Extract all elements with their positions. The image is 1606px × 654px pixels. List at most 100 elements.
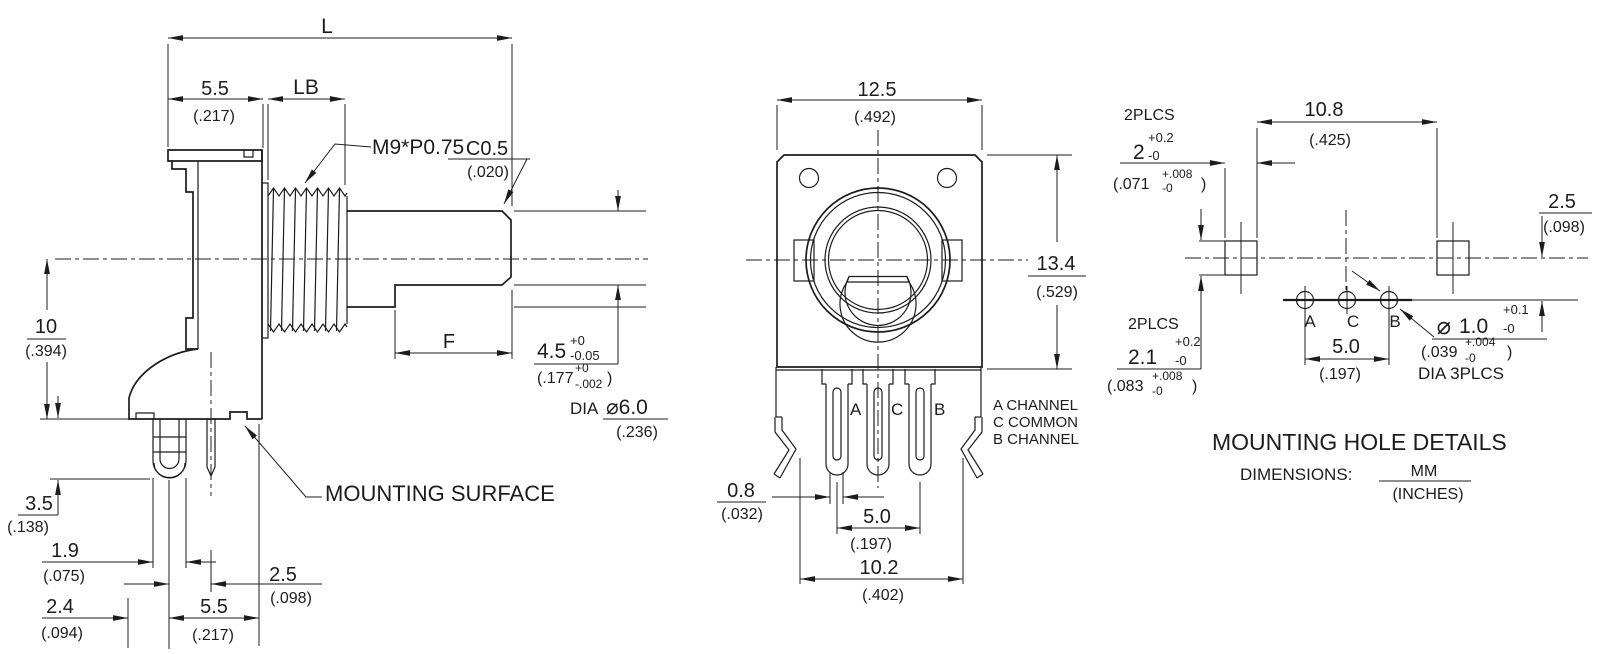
dim-134-mm: 13.4: [1037, 253, 1076, 275]
dim-21-mm: 2.1: [1128, 346, 1157, 369]
legend-c-common: C COMMON: [993, 414, 1078, 431]
shaft: [347, 210, 512, 308]
dim-25-inch: (.098): [270, 590, 312, 607]
top-hole-right: [936, 167, 958, 189]
terminal-b: [904, 369, 936, 476]
dim-24-inch: (.094): [41, 625, 83, 642]
plcs-bot-label: 2PLCS: [1128, 316, 1179, 333]
dim-2-inch-tol-minus: -0: [1162, 181, 1173, 195]
legend-a-channel: A CHANNEL: [993, 397, 1078, 414]
hole-b-label: B: [1389, 312, 1400, 331]
dim-25-mm: 2.5: [269, 564, 297, 586]
dim-125-mm: 12.5: [858, 79, 897, 101]
dim-21-inch-close: ): [1192, 378, 1197, 395]
dim-125-inch: (.492): [854, 109, 896, 126]
dim-108-mm: 10.8: [1305, 99, 1344, 121]
dim-50r-inch: (.197): [1319, 366, 1361, 383]
dim-dia6-mm: ⌀6.0: [606, 396, 648, 419]
dim-10-inch: (.394): [25, 343, 67, 360]
hole-dia-leader-lower: [1399, 308, 1435, 338]
side-view-labels: L 5.5 (.217) LB M9*P0.75 C0.5 (.020) 10 …: [7, 15, 668, 644]
dim-45-inch-close: ): [607, 370, 612, 387]
dim-08-mm: 0.8: [727, 480, 755, 502]
dim-45-mm: 4.5: [537, 340, 566, 363]
dim-102-mm: 10.2: [860, 557, 899, 579]
dim-25r-inch: (.098): [1543, 219, 1585, 236]
dim-24-mm: 2.4: [46, 596, 74, 618]
dia-symbol: ⌀: [1436, 313, 1451, 340]
dim-1-inch-open: (.039: [1421, 344, 1458, 361]
thread-spec-label: M9*P0.75: [372, 136, 464, 159]
front-body: [776, 154, 983, 368]
dim-55top-mm: 5.5: [201, 78, 229, 100]
dim-L-label: L: [321, 15, 333, 38]
dim-108-inch: (.425): [1309, 132, 1351, 149]
mounting-bracket: [128, 348, 262, 420]
dim-35-mm: 3.5: [25, 493, 53, 515]
dim-21-inch-tol-minus: -0: [1152, 384, 1163, 398]
dim-2-tol-minus: -0: [1148, 148, 1160, 163]
plcs-top-label: 2PLCS: [1124, 107, 1175, 124]
dim-1-inch-tol-plus: +.004: [1465, 335, 1496, 349]
dia-label: DIA: [570, 399, 599, 418]
dim-08-inch: (.032): [721, 506, 763, 523]
dim-50-inch: (.197): [850, 536, 892, 553]
chamfer-mm: C0.5: [466, 138, 508, 160]
dim-1-tol-minus: -0: [1503, 321, 1515, 336]
units-inches: (INCHES): [1392, 486, 1463, 503]
bent-leg-right: [960, 417, 984, 479]
side-view-part: [55, 149, 648, 496]
hole-view-part: [1185, 210, 1588, 314]
dim-1-tol-plus: +0.1: [1503, 302, 1529, 317]
top-hole-left: [798, 167, 820, 189]
dim-1-inch-tol-minus: -0: [1465, 351, 1476, 365]
shaft-d-inner: [844, 275, 912, 326]
front-view-labels: 12.5 (.492) 13.4 (.529) A C B A CHANNEL …: [717, 79, 1086, 604]
foot-detent: [135, 412, 155, 419]
dim-45-inch-tol-plus: +0: [575, 361, 589, 375]
dim-2-tol-plus: +0.2: [1148, 130, 1174, 145]
side-view-dimensions: [18, 35, 646, 649]
shaft-d-opening: [839, 281, 917, 343]
dim-2-mm: 2: [1133, 141, 1145, 164]
hole-view-dimensions: [1117, 119, 1592, 370]
rear-plate: [167, 149, 263, 162]
chamfer-leader: [503, 158, 528, 205]
terminal-a: [821, 369, 853, 476]
hole-a-label: A: [1304, 312, 1316, 331]
dim-134-inch: (.529): [1036, 284, 1078, 301]
mounting-surface-leader: [244, 425, 322, 498]
mounting-surface-label: MOUNTING SURFACE: [325, 481, 555, 506]
dim-21-tol-plus: +0.2: [1175, 334, 1201, 349]
dia-3plcs-label: DIA 3PLCS: [1418, 364, 1504, 383]
dim-25r-mm: 2.5: [1548, 191, 1576, 213]
dim-2-inch-open: (.071: [1113, 176, 1150, 193]
dim-55bot-mm: 5.5: [200, 596, 228, 618]
dim-45-inch-open: (.177: [537, 370, 574, 387]
dim-2-inch-tol-plus: +.008: [1162, 167, 1193, 181]
bushing-flange: [261, 182, 269, 339]
hole-view-labels: 2PLCS 2 +0.2 -0 (.071 +.008 -0 ) 10.8 (.…: [1107, 99, 1585, 503]
front-view-dimensions: [772, 97, 1072, 584]
thread-hatch: [267, 186, 348, 334]
hole-view-title: MOUNTING HOLE DETAILS: [1212, 429, 1507, 455]
dim-45-tol-plus: +0: [570, 333, 585, 348]
dim-1-inch-close: ): [1507, 344, 1512, 361]
body-left-profile: [171, 161, 198, 350]
dim-55top-inch: (.217): [193, 108, 235, 125]
legend-b-channel: B CHANNEL: [993, 431, 1079, 448]
terminal-c-label: C: [891, 400, 903, 419]
dim-21-inch-tol-plus: +.008: [1152, 369, 1183, 383]
terminal-a-label: A: [850, 400, 862, 419]
rear-plate-notch: [243, 150, 254, 158]
dim-dia6-inch: (.236): [616, 424, 658, 441]
units-mm: MM: [1411, 463, 1438, 480]
hole-c-label: C: [1347, 312, 1359, 331]
chamfer-inch: (.020): [467, 164, 509, 181]
dim-45-tol-minus: -0.05: [570, 348, 600, 363]
dim-45-inch-tol-minus: -.002: [575, 377, 603, 391]
dim-21-inch-open: (.083: [1107, 378, 1144, 395]
front-view-part: [746, 130, 1028, 488]
